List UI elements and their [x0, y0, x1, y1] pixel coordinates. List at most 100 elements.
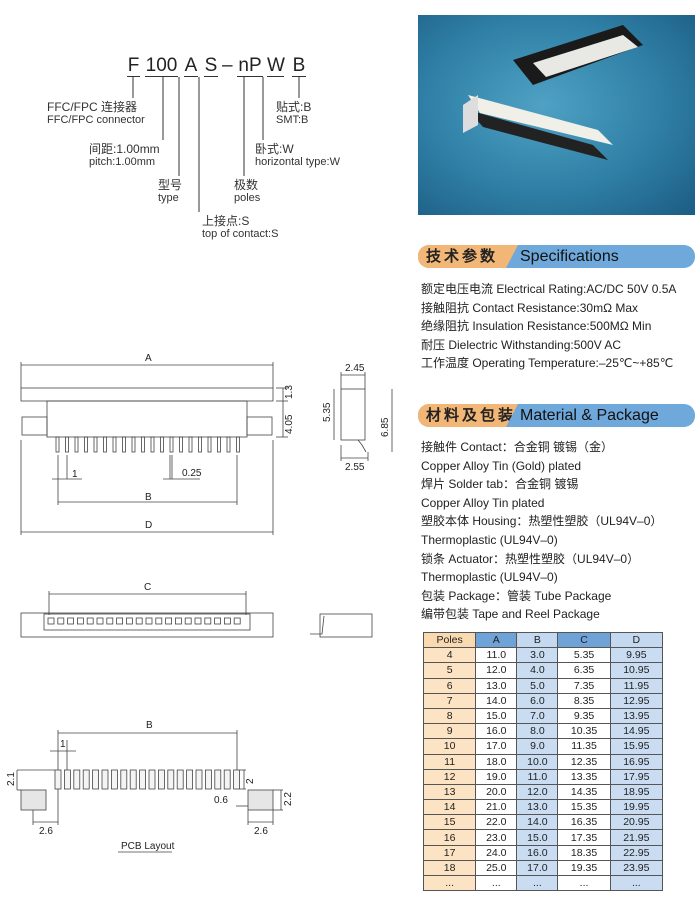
table-row: ............... [422, 874, 664, 892]
table-cell: 5.0 [516, 677, 559, 694]
table-cell: 3.0 [516, 647, 559, 664]
table-cell: 13.35 [557, 768, 611, 785]
side-section [319, 613, 373, 638]
table-cell: 16.35 [557, 814, 611, 831]
table-cell: 11.0 [516, 768, 559, 785]
pin [131, 436, 136, 453]
pin [207, 436, 212, 453]
contact [106, 617, 114, 625]
pin [236, 436, 240, 453]
table-cell: 4 [422, 647, 477, 664]
dim-side-bottom: 2.55 [345, 462, 365, 473]
table-cell: 13.95 [609, 707, 664, 725]
table-cell: 9.95 [609, 647, 664, 664]
contact [96, 617, 104, 625]
contact [214, 617, 222, 625]
table-cell: 20.0 [475, 783, 518, 801]
table-cell: 15.0 [516, 829, 559, 846]
pcb-pad [120, 769, 128, 790]
contact [223, 617, 231, 625]
contact [194, 617, 202, 625]
pcb-pad [139, 769, 147, 790]
pin [122, 436, 126, 453]
housing-top [20, 387, 274, 402]
table-cell: 5.35 [557, 647, 611, 664]
table-cell: 11 [422, 753, 477, 770]
pcb-pad [214, 769, 222, 790]
pcb-pad [223, 769, 231, 790]
column-header: B [516, 631, 559, 649]
table-cell: 22.0 [475, 814, 518, 831]
table-cell: 10.0 [516, 753, 559, 770]
table-cell: 18 [422, 859, 477, 877]
pin [188, 436, 193, 453]
table-cell: 13 [422, 783, 477, 801]
material-list: 接触件 Contact：合金铜 镀锡（金）Copper Alloy Tin (G… [421, 440, 663, 622]
pcb-pad [186, 769, 194, 790]
table-cell: 14.0 [516, 814, 559, 831]
contact [86, 617, 94, 625]
code-segment: 100 [145, 55, 178, 77]
table-cell: 10 [422, 738, 477, 755]
table-cell: 9.35 [557, 707, 611, 725]
pin [169, 436, 174, 453]
table-cell: 15.0 [475, 707, 518, 725]
dimension-labels: A 1 0.25 B D 1.3 4.05 2.45 5.35 6.85 2.5… [6, 353, 391, 852]
table-cell: ... [516, 874, 559, 892]
table-cell: 17 [422, 844, 477, 861]
table-cell: 24.0 [475, 844, 518, 861]
table-cell: 7 [422, 692, 477, 709]
pcb-layout-caption: PCB Layout [121, 841, 175, 852]
left-tab [21, 416, 48, 436]
pcb-pad [157, 769, 165, 790]
contact [57, 617, 65, 625]
contact [116, 617, 123, 625]
dim-side-h: 5.35 [322, 402, 333, 422]
code-segment: W [267, 55, 285, 77]
code-segment: F [127, 55, 140, 77]
code-segment: nP [237, 55, 263, 77]
pin [160, 436, 164, 453]
pin [103, 436, 107, 453]
side-section-pin [310, 615, 325, 635]
contact [77, 617, 84, 625]
pin [198, 436, 202, 453]
table-cell: 15.95 [609, 738, 664, 755]
pin [55, 436, 60, 453]
pcb-pad [64, 769, 71, 790]
column-header: Poles [422, 631, 477, 649]
table-cell: 14.0 [475, 692, 518, 709]
pin [65, 436, 69, 453]
table-cell: ... [557, 874, 611, 892]
code-segment: S [204, 55, 218, 77]
pin [74, 436, 79, 453]
table-cell: 17.0 [475, 738, 518, 755]
table-cell: 17.0 [516, 859, 559, 877]
table-cell: 17.95 [609, 768, 664, 785]
table-cell: 4.0 [516, 662, 559, 679]
column-header: A [475, 631, 518, 649]
dim-D: D [145, 520, 152, 531]
pcb-tab-left [20, 789, 47, 811]
dim-pin-width: 0.25 [182, 468, 202, 479]
pin [226, 436, 231, 453]
table-cell: 9 [422, 723, 477, 740]
code-segment: B [292, 55, 306, 77]
table-cell: ... [609, 874, 664, 892]
